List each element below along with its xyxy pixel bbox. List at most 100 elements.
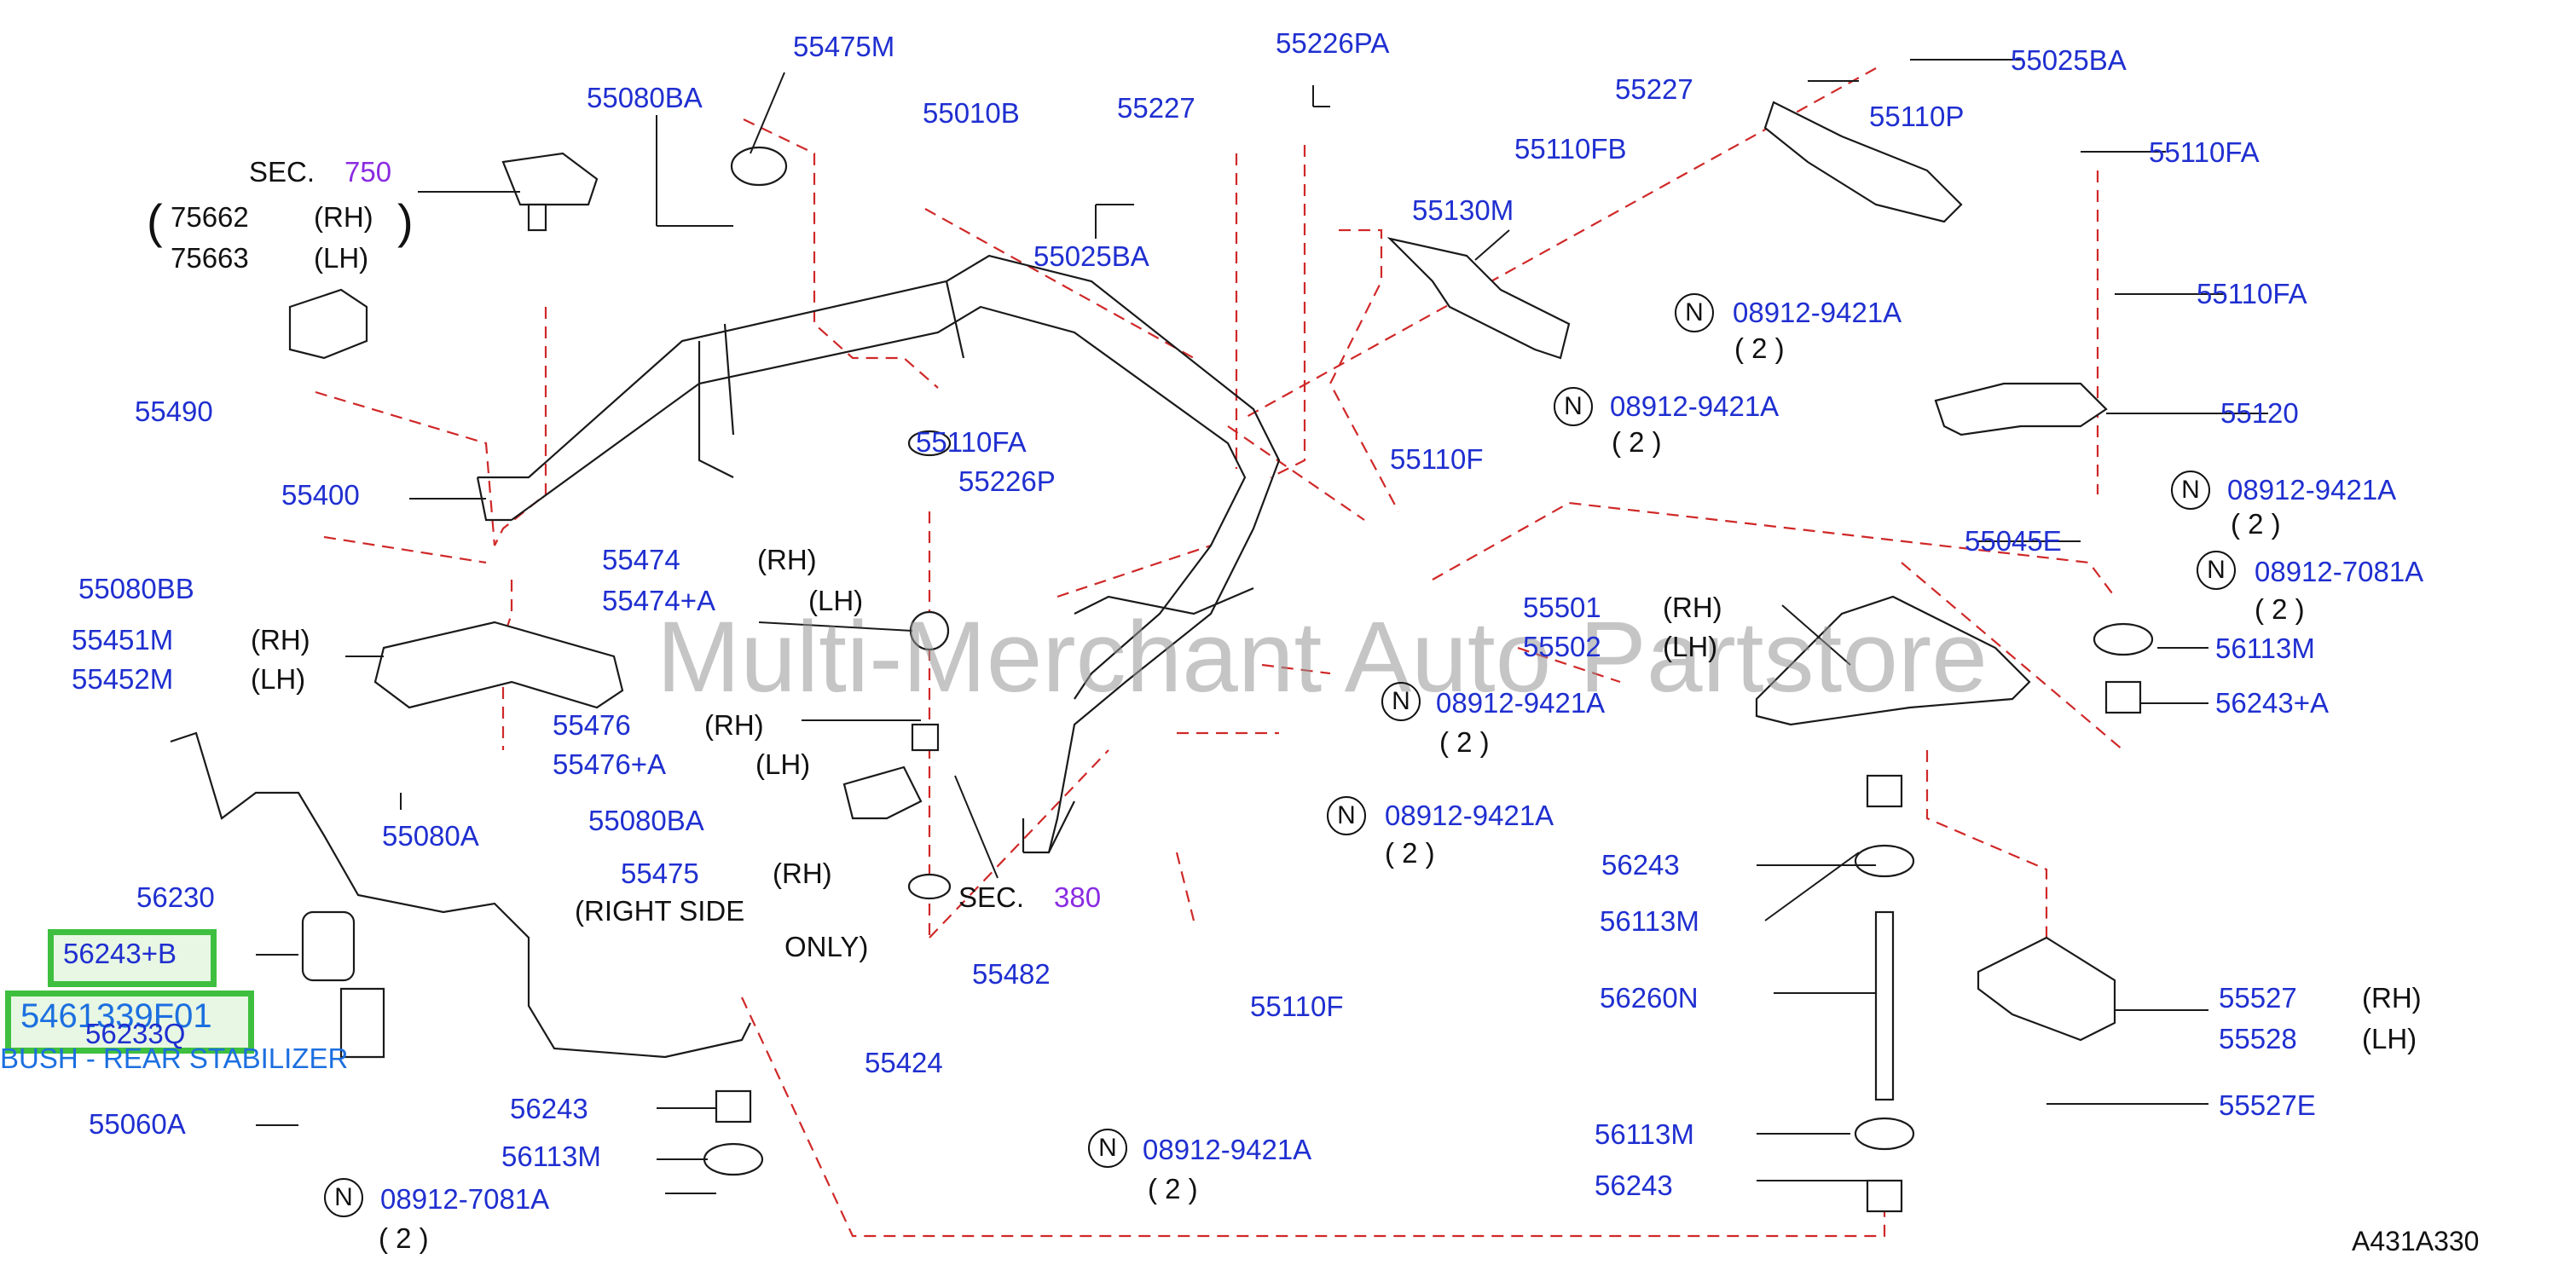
part-label-75663[interactable]: 75663 [171, 242, 249, 274]
part-label-55226pa[interactable]: 55226PA [1276, 27, 1390, 59]
part-label-08912-7081a-right[interactable]: 08912-7081A [2255, 556, 2424, 587]
lh-75663: (LH) [314, 242, 369, 274]
part-label-55527e[interactable]: 55527E [2219, 1089, 2316, 1121]
n-symbol-9421a-center: N [1381, 682, 1421, 721]
right-side-note: (RIGHT SIDE [575, 895, 745, 927]
section-label: SEC. [249, 156, 315, 188]
part-label-56243-right-top[interactable]: 56243 [1601, 849, 1680, 881]
part-label-55110f-mid[interactable]: 55110F [1390, 443, 1484, 475]
highlight-box-56243b[interactable] [48, 929, 217, 987]
part-label-55010b[interactable]: 55010B [923, 97, 1020, 129]
part-label-08912-9421a-bottom[interactable]: 08912-9421A [1143, 1134, 1312, 1165]
part-label-08912-9421a-far-right[interactable]: 08912-9421A [2227, 474, 2397, 505]
part-shapes [170, 101, 2154, 1213]
part-label-55451m[interactable]: 55451M [72, 624, 174, 656]
part-label-55501[interactable]: 55501 [1523, 592, 1601, 623]
n-symbol-7081a-left: N [324, 1178, 363, 1217]
part-label-08912-9421a-mid-right[interactable]: 08912-9421A [1610, 390, 1780, 422]
rh-55451m: (RH) [251, 624, 310, 656]
part-label-55110f-bottom[interactable]: 55110F [1250, 991, 1344, 1022]
part-label-55110p[interactable]: 55110P [1869, 101, 1965, 132]
part-label-55475m[interactable]: 55475M [793, 31, 895, 62]
n-symbol-9421a-lower: N [1327, 796, 1366, 835]
part-label-55476[interactable]: 55476 [553, 709, 631, 741]
bracket-close: ) [397, 194, 414, 248]
part-label-55527[interactable]: 55527 [2219, 982, 2297, 1014]
part-label-56113m-left[interactable]: 56113M [501, 1141, 601, 1172]
n-symbol-9421a-top-right: N [1675, 293, 1714, 332]
part-label-08912-9421a-top-right[interactable]: 08912-9421A [1733, 297, 1902, 328]
part-label-55502[interactable]: 55502 [1523, 631, 1601, 662]
qty-9421a-center: ( 2 ) [1439, 726, 1490, 758]
part-label-55120[interactable]: 55120 [2220, 397, 2299, 429]
rh-55474: (RH) [757, 544, 817, 575]
part-label-08912-9421a-center[interactable]: 08912-9421A [1436, 687, 1606, 719]
part-label-56230[interactable]: 56230 [136, 881, 215, 913]
leader-lines [256, 59, 2268, 1194]
part-label-55080ba-mid[interactable]: 55080BA [588, 805, 704, 836]
section-label-380: SEC. [958, 881, 1025, 913]
part-label-55227-right[interactable]: 55227 [1615, 73, 1693, 105]
part-label-55080bb[interactable]: 55080BB [78, 573, 194, 604]
part-label-55482[interactable]: 55482 [972, 958, 1051, 990]
part-label-55025ba-right[interactable]: 55025BA [2011, 44, 2127, 76]
qty-9421a-top-right: ( 2 ) [1734, 332, 1785, 364]
part-label-08912-7081a-left[interactable]: 08912-7081A [380, 1183, 550, 1215]
part-label-55424[interactable]: 55424 [865, 1047, 943, 1078]
lh-55502: (LH) [1663, 631, 1718, 662]
qty-7081a-left: ( 2 ) [379, 1222, 429, 1254]
part-label-56113m-right[interactable]: 56113M [2215, 632, 2315, 664]
part-label-55130m[interactable]: 55130M [1412, 194, 1514, 226]
lh-55474a: (LH) [808, 585, 864, 616]
part-label-75662[interactable]: 75662 [171, 201, 249, 233]
part-label-56113m-right-mid[interactable]: 56113M [1600, 905, 1699, 937]
part-label-56260n[interactable]: 56260N [1600, 982, 1699, 1014]
part-label-55110fa-far-right[interactable]: 55110FA [2197, 278, 2307, 309]
part-label-55474[interactable]: 55474 [602, 544, 680, 575]
part-label-56113m-right-bottom[interactable]: 56113M [1595, 1118, 1694, 1150]
part-label-55110fa-center[interactable]: 55110FA [916, 426, 1027, 458]
part-label-55528[interactable]: 55528 [2219, 1023, 2297, 1054]
part-label-55110fb[interactable]: 55110FB [1514, 133, 1627, 165]
qty-9421a-far-right: ( 2 ) [2231, 508, 2281, 540]
part-label-55452m[interactable]: 55452M [72, 663, 174, 695]
lh-55528: (LH) [2362, 1023, 2417, 1054]
part-label-55227-center[interactable]: 55227 [1117, 92, 1195, 124]
part-label-55490[interactable]: 55490 [135, 396, 213, 427]
rh-55476: (RH) [704, 709, 764, 741]
part-label-56233q[interactable]: 56233Q [85, 1018, 186, 1049]
bracket-open: ( [147, 194, 163, 248]
n-symbol-9421a-bottom: N [1088, 1129, 1127, 1168]
highlight-box-part-number[interactable] [5, 991, 254, 1054]
part-label-55110fa-right[interactable]: 55110FA [2149, 136, 2260, 168]
diagram-code: A431A330 [2352, 1226, 2480, 1256]
part-label-55476a[interactable]: 55476+A [553, 748, 667, 780]
part-label-08912-9421a-lower[interactable]: 08912-9421A [1385, 800, 1554, 831]
part-label-56243b[interactable]: 56243+B [63, 938, 177, 969]
n-symbol-9421a-far-right: N [2171, 471, 2210, 510]
lh-55452m: (LH) [251, 663, 306, 695]
highlight-part-number[interactable]: 5461339F01 [20, 997, 212, 1035]
part-label-56243-left[interactable]: 56243 [510, 1093, 588, 1124]
n-symbol-9421a-mid-right: N [1554, 387, 1593, 426]
part-label-55080a[interactable]: 55080A [382, 820, 479, 852]
part-label-55025ba-center[interactable]: 55025BA [1033, 240, 1149, 272]
section-ref-380[interactable]: 380 [1054, 881, 1102, 913]
qty-7081a-right: ( 2 ) [2255, 593, 2305, 625]
part-label-55474a[interactable]: 55474+A [602, 585, 716, 616]
part-label-55080ba-top[interactable]: 55080BA [587, 82, 703, 113]
part-label-56243a[interactable]: 56243+A [2215, 687, 2330, 719]
highlight-description: BUSH - REAR STABILIZER [0, 1043, 349, 1074]
part-label-55226p[interactable]: 55226P [958, 465, 1056, 497]
part-label-56243-right-bottom[interactable]: 56243 [1595, 1170, 1673, 1201]
part-label-55475[interactable]: 55475 [621, 858, 699, 889]
n-symbol-7081a-right: N [2197, 551, 2236, 590]
part-label-55045e[interactable]: 55045E [1965, 525, 2062, 557]
part-label-55400[interactable]: 55400 [281, 479, 360, 511]
part-label-55060a[interactable]: 55060A [89, 1108, 186, 1140]
subframe-outline [476, 254, 1281, 854]
section-ref-750[interactable]: 750 [344, 156, 392, 188]
qty-9421a-lower: ( 2 ) [1385, 837, 1435, 869]
